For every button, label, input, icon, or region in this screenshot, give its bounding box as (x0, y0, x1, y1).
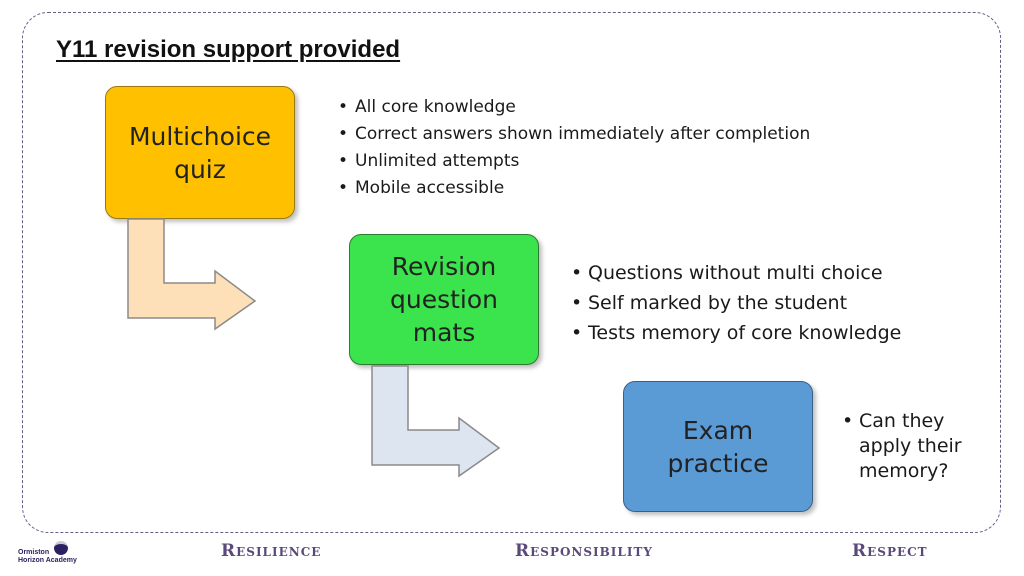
logo-circle-icon (54, 541, 68, 555)
step-label: Revision question mats (389, 252, 498, 347)
bent-arrow-1 (127, 218, 257, 331)
step-bullets-exam-practice: Can they apply their memory? (842, 409, 962, 484)
step-label: Multichoice quiz (128, 121, 272, 184)
step-bullets-multichoice-quiz: All core knowledge Correct answers shown… (338, 94, 810, 202)
footer-value-respect: Respect (852, 541, 928, 561)
logo-text: Ormiston Horizon Academy (18, 549, 77, 564)
step-box-multichoice-quiz: Multichoice quiz (105, 86, 295, 219)
step-label: Exam practice (667, 415, 769, 478)
bullet-item: Correct answers shown immediately after … (338, 121, 810, 148)
slide-frame (22, 12, 1001, 533)
bullet-item: Questions without multi choice (571, 258, 901, 288)
bullet-item: Self marked by the student (571, 288, 901, 318)
bullet-item: Mobile accessible (338, 175, 810, 202)
bullet-item: All core knowledge (338, 94, 810, 121)
academy-logo: Ormiston Horizon Academy (18, 537, 82, 567)
slide-title: Y11 revision support provided (56, 36, 401, 63)
bullet-item: Can they apply their memory? (842, 409, 962, 484)
step-bullets-revision-question-mats: Questions without multi choice Self mark… (571, 258, 901, 348)
bullet-item: Tests memory of core knowledge (571, 318, 901, 348)
footer-value-resilience: Resilience (221, 541, 322, 561)
bent-arrow-2 (371, 365, 501, 478)
step-box-revision-question-mats: Revision question mats (349, 234, 539, 365)
footer-value-responsibility: Responsibility (515, 541, 653, 561)
step-box-exam-practice: Exam practice (623, 381, 813, 512)
bullet-item: Unlimited attempts (338, 148, 810, 175)
